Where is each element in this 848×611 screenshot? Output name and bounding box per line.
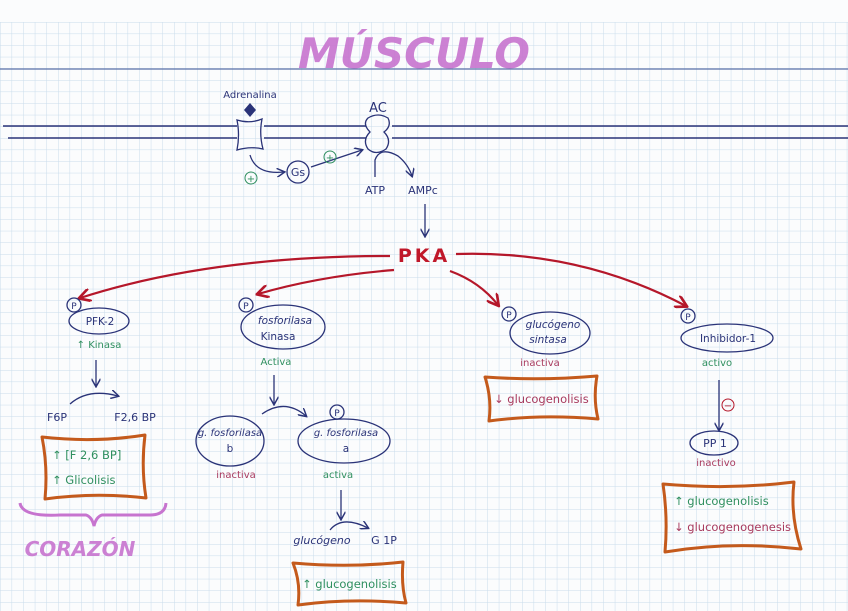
state-pp1: inactivo <box>696 458 735 469</box>
adrenaline-ligand-icon <box>244 103 256 117</box>
branch-fosforilasa-kinasa: P fosforilasa Kinasa Activa g. fosforila… <box>195 297 408 607</box>
phospho-label: P <box>243 302 249 312</box>
node-fosforilasa-kinasa <box>240 304 326 350</box>
result-line: ↑ glucogenolisis <box>302 577 397 591</box>
label-g-fosforilasa-b: g. fosforilasa <box>198 428 262 439</box>
minus-sign: − <box>724 401 732 412</box>
phospho-label: P <box>71 302 77 312</box>
arrow-b-to-a <box>261 405 306 416</box>
pka-hub: PKA <box>398 245 450 267</box>
label-fosforilasa-kinasa: Kinasa <box>261 331 296 343</box>
state-pfk2: ↑ Kinasa <box>77 340 122 351</box>
label-f6p: F6P <box>47 411 67 424</box>
result-box-glucogeno-sintasa <box>483 374 600 423</box>
grid-paper <box>0 22 848 611</box>
activation-plus-icon <box>323 150 337 164</box>
result-line: ↑ [F 2,6 BP] <box>52 448 121 462</box>
label-glucogeno: glucógeno <box>293 534 351 547</box>
result-line: ↑ Glicolisis <box>52 473 116 487</box>
state-g-fosforilasa-a: activa <box>323 470 353 481</box>
phospho-badge <box>680 308 696 324</box>
label-fosforilasa-kinasa: fosforilasa <box>258 315 312 327</box>
state-glucogeno-sintasa: inactiva <box>520 358 560 369</box>
label-glucogeno-sintasa: sintasa <box>529 334 567 346</box>
label-glucogeno-sintasa: glucógeno <box>526 319 581 331</box>
arrow-atp-to-ampc <box>374 151 412 177</box>
arrow-receptor-to-gs <box>249 154 284 172</box>
phospho-badge <box>501 306 517 322</box>
arrow-glucogeno-to-g1p <box>329 522 368 531</box>
state-inhibidor1: activo <box>702 358 732 369</box>
label-f26bp: F2,6 BP <box>114 411 156 424</box>
arrow-gs-to-ac <box>310 150 362 168</box>
phospho-badge <box>238 297 254 313</box>
node-g-fosforilasa-a <box>297 418 391 464</box>
label-g1p: G 1P <box>371 534 397 547</box>
label-g-fosforilasa-b: b <box>227 443 234 455</box>
node-g-fosforilasa-b <box>195 415 265 467</box>
arrow-pka-to-pfk2 <box>80 254 391 298</box>
arrow-f6p-to-f26bp <box>69 393 118 405</box>
phospho-label: P <box>506 311 512 321</box>
phospho-label: P <box>685 313 691 323</box>
adenylate-cyclase-icon <box>364 114 390 154</box>
phospho-label: P <box>334 409 340 419</box>
tissue-note-corazon: CORAZÓN <box>25 537 136 561</box>
arrow-pka-to-inhibidor1 <box>455 252 686 306</box>
arrow-pka-to-glucogeno-sintasa <box>449 269 498 305</box>
label-adrenalina: Adrenalina <box>223 90 277 101</box>
arrow-pka-to-fosforilasa-kinasa <box>258 268 395 294</box>
node-pfk2 <box>68 307 130 335</box>
page-title: MÚSCULO <box>298 28 530 78</box>
activation-plus-icon <box>244 171 258 185</box>
label-ampc: AMPc <box>408 184 438 197</box>
state-g-fosforilasa-b: inactiva <box>216 470 256 481</box>
brace-icon <box>18 502 168 527</box>
plus-sign: + <box>326 153 334 164</box>
result-line: ↓ glucogenolisis <box>494 392 589 406</box>
node-pp1 <box>689 430 739 456</box>
branch-glucogeno-sintasa: P glucógeno sintasa inactiva ↓ glucogeno… <box>483 306 600 423</box>
branch-inhibidor1: P Inhibidor-1 activo − PP 1 inactivo ↑ g… <box>661 308 803 554</box>
state-fosforilasa-kinasa: Activa <box>261 357 292 368</box>
branch-pfk2: P PFK-2 ↑ Kinasa F6P F2,6 BP ↑ [F 2,6 BP… <box>18 297 168 561</box>
result-line: ↓ glucogenogenesis <box>674 520 791 534</box>
result-box-pfk2 <box>40 433 148 501</box>
plus-sign: + <box>247 174 255 185</box>
inhibition-minus-icon <box>721 398 735 412</box>
label-gs: Gs <box>291 166 306 179</box>
phospho-badge <box>66 297 82 313</box>
label-inhibidor1: Inhibidor-1 <box>700 333 756 345</box>
result-line: ↑ glucogenolisis <box>674 494 769 508</box>
label-g-fosforilasa-a: g. fosforilasa <box>314 428 378 439</box>
label-pp1: PP 1 <box>703 437 727 450</box>
label-pfk2: PFK-2 <box>86 316 115 328</box>
label-ac: AC <box>369 101 387 116</box>
gs-protein-node <box>286 160 310 184</box>
cell-membrane <box>3 125 848 139</box>
node-glucogeno-sintasa <box>509 311 591 355</box>
node-inhibidor1 <box>680 323 774 353</box>
receptor-icon <box>236 117 264 151</box>
result-box-fosforilasa <box>291 560 408 607</box>
label-atp: ATP <box>365 184 385 197</box>
result-box-inhibidor1 <box>661 480 803 554</box>
label-g-fosforilasa-a: a <box>343 443 349 455</box>
